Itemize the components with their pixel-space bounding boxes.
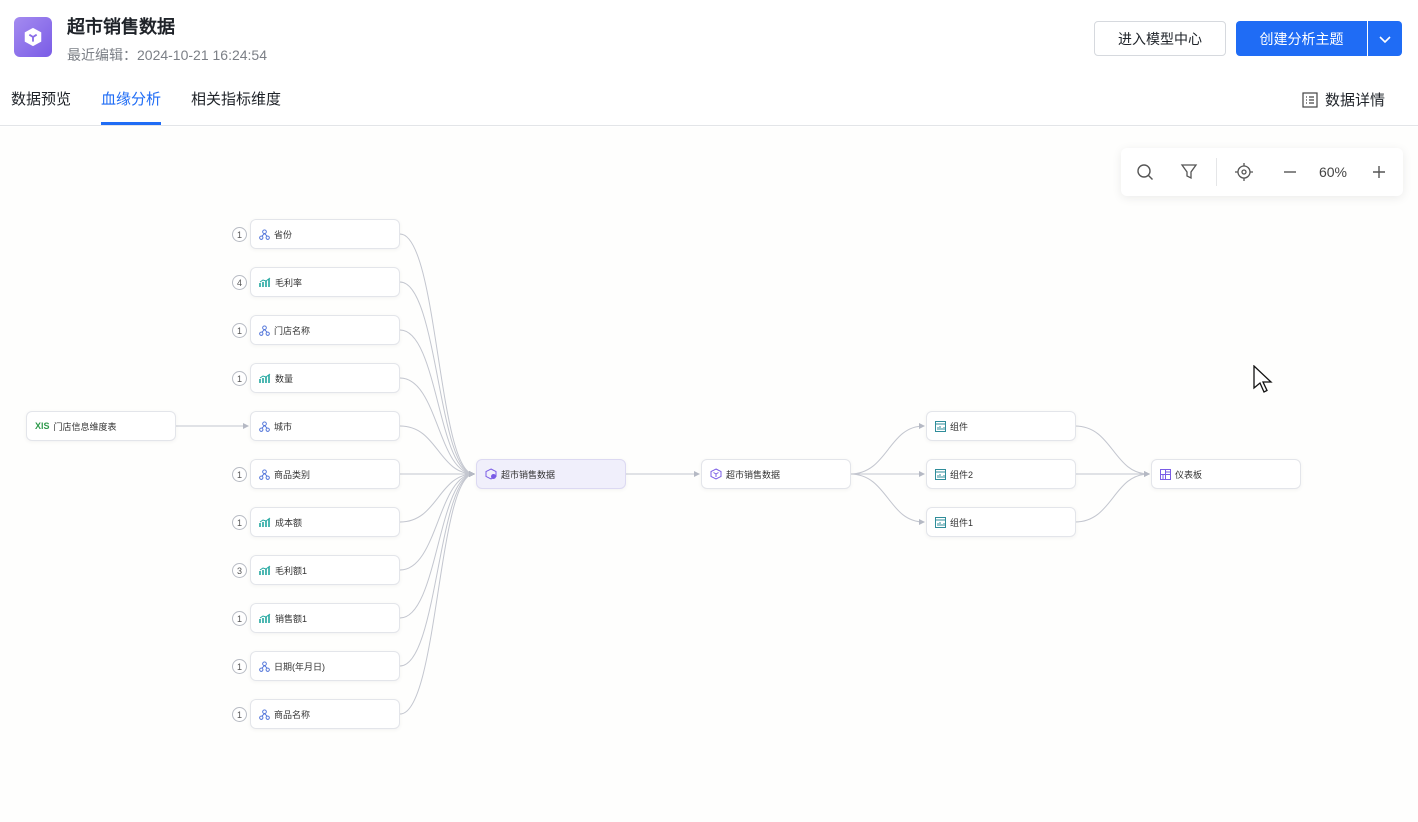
zoom-out-icon[interactable]	[1278, 160, 1302, 184]
canvas-toolbar: 60%	[1121, 148, 1403, 196]
dimension-icon	[259, 468, 270, 480]
reference-count-badge[interactable]: 1	[232, 611, 247, 626]
node-label: 组件2	[950, 469, 974, 480]
reference-count-badge[interactable]: 1	[232, 371, 247, 386]
data-details-label: 数据详情	[1325, 92, 1386, 109]
reference-count-badge[interactable]: 1	[232, 323, 247, 338]
tab-lineage[interactable]: 血缘分析	[101, 88, 162, 125]
metric-icon	[259, 277, 271, 288]
toolbar-divider	[1216, 158, 1217, 186]
chart-icon	[935, 420, 946, 432]
chart-icon	[935, 468, 946, 480]
field-node[interactable]: 毛利率	[250, 267, 400, 297]
node-label: 门店信息维度表	[53, 421, 117, 432]
dimension-icon	[259, 324, 270, 336]
node-label: 毛利额1	[275, 565, 308, 576]
enter-model-center-button[interactable]: 进入模型中心	[1094, 21, 1226, 56]
field-node[interactable]: 门店名称	[250, 315, 400, 345]
zoom-level: 60%	[1318, 164, 1348, 180]
reference-count-badge[interactable]: 4	[232, 275, 247, 290]
node-label: 组件	[950, 421, 969, 432]
field-node[interactable]: 数量	[250, 363, 400, 393]
model-node[interactable]: 超市销售数据	[701, 459, 851, 489]
node-label: 仪表板	[1175, 469, 1203, 480]
dashboard-icon	[1160, 468, 1171, 480]
dimension-icon	[259, 708, 270, 720]
tab-data-preview[interactable]: 数据预览	[11, 91, 72, 108]
field-node[interactable]: 销售额1	[250, 603, 400, 633]
node-label: 商品类别	[274, 469, 311, 480]
node-label: 组件1	[950, 517, 974, 528]
field-node[interactable]: 城市	[250, 411, 400, 441]
node-label: 超市销售数据	[501, 469, 556, 480]
create-topic-button[interactable]: 创建分析主题	[1236, 21, 1367, 56]
field-node[interactable]: 日期(年月日)	[250, 651, 400, 681]
component-node[interactable]: 组件2	[926, 459, 1076, 489]
xls-icon: XlS	[35, 421, 50, 431]
reference-count-badge[interactable]: 1	[232, 227, 247, 242]
node-label: 超市销售数据	[726, 469, 781, 480]
cube-icon	[14, 17, 52, 57]
dataset-icon	[485, 468, 497, 480]
dataset-node[interactable]: 超市销售数据	[476, 459, 626, 489]
component-node[interactable]: 组件	[926, 411, 1076, 441]
mouse-cursor-icon	[1253, 365, 1273, 393]
tab-bar: 数据预览 血缘分析 相关指标维度	[0, 88, 300, 126]
metric-icon	[259, 373, 271, 384]
dimension-icon	[259, 420, 270, 432]
node-label: 毛利率	[275, 277, 303, 288]
create-topic-dropdown[interactable]	[1368, 21, 1402, 56]
field-node[interactable]: 商品类别	[250, 459, 400, 489]
node-label: 省份	[274, 229, 293, 240]
node-label: 门店名称	[274, 325, 311, 336]
chevron-down-icon	[1379, 35, 1391, 43]
field-node[interactable]: 商品名称	[250, 699, 400, 729]
metric-icon	[259, 517, 271, 528]
list-icon	[1302, 91, 1318, 108]
filter-icon[interactable]	[1177, 160, 1201, 184]
model-icon	[710, 468, 722, 480]
metric-icon	[259, 613, 271, 624]
node-label: 销售额1	[275, 613, 308, 624]
field-node[interactable]: 省份	[250, 219, 400, 249]
dimension-icon	[259, 660, 270, 672]
metric-icon	[259, 565, 271, 576]
node-label: 日期(年月日)	[274, 661, 325, 672]
reference-count-badge[interactable]: 1	[232, 515, 247, 530]
component-node[interactable]: 组件1	[926, 507, 1076, 537]
dimension-icon	[259, 228, 270, 240]
reference-count-badge[interactable]: 1	[232, 707, 247, 722]
reference-count-badge[interactable]: 3	[232, 563, 247, 578]
page-header: 超市销售数据 最近编辑：2024-10-21 16:24:54 进入模型中心 创…	[0, 0, 1418, 126]
chart-icon	[935, 516, 946, 528]
node-label: 数量	[275, 373, 294, 384]
page-title: 超市销售数据	[67, 17, 175, 37]
search-icon[interactable]	[1133, 160, 1157, 184]
data-details-button[interactable]: 数据详情	[1302, 89, 1385, 110]
last-edited: 最近编辑：2024-10-21 16:24:54	[67, 47, 267, 63]
locate-icon[interactable]	[1232, 160, 1256, 184]
field-node[interactable]: 成本额	[250, 507, 400, 537]
field-node[interactable]: 毛利额1	[250, 555, 400, 585]
node-label: 城市	[274, 421, 293, 432]
tab-related-metrics[interactable]: 相关指标维度	[191, 91, 282, 108]
dashboard-node[interactable]: 仪表板	[1151, 459, 1301, 489]
zoom-in-icon[interactable]	[1367, 160, 1391, 184]
reference-count-badge[interactable]: 1	[232, 659, 247, 674]
node-label: 商品名称	[274, 709, 311, 720]
reference-count-badge[interactable]: 1	[232, 467, 247, 482]
node-label: 成本额	[275, 517, 303, 528]
